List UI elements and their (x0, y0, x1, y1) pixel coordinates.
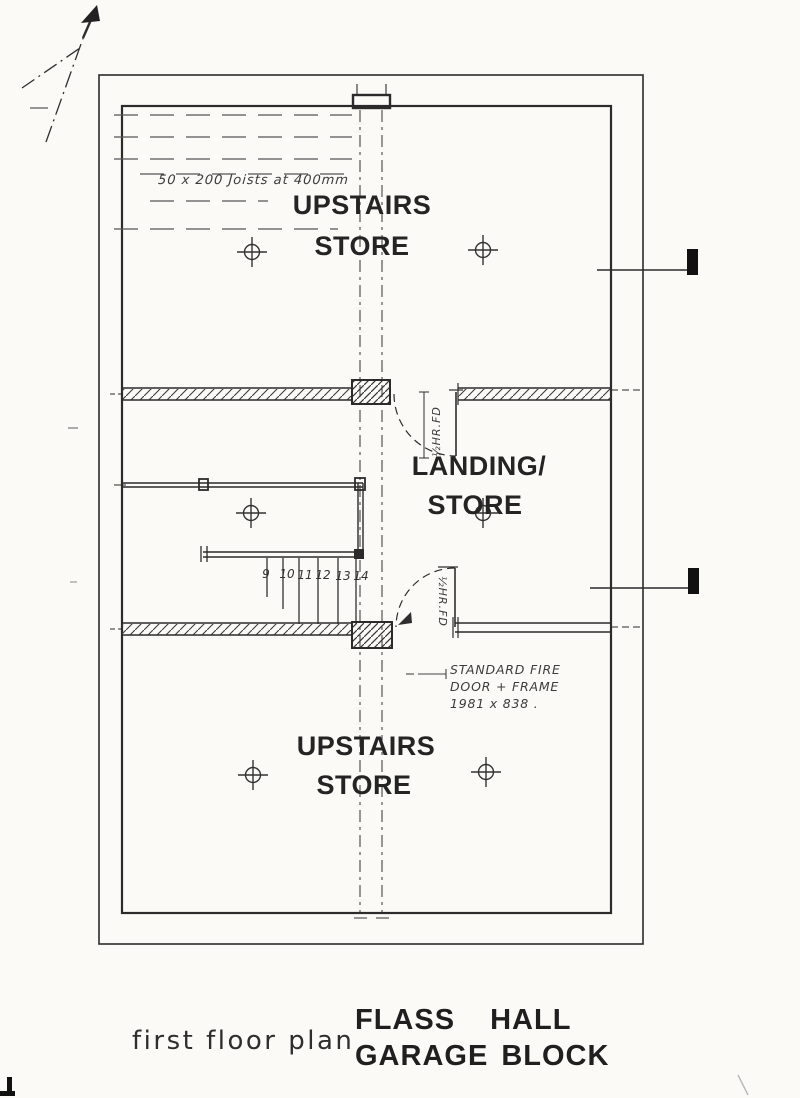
tread-number: 10 (279, 567, 295, 581)
wall-upper (110, 379, 642, 405)
crosshair-icon (236, 498, 266, 528)
joist-note: 50 x 200 Joists at 400mm (157, 173, 350, 188)
room-label-landing-line1: LANDING/ (411, 451, 547, 481)
stair-treads (266, 558, 357, 624)
north-arrow-icon (21, 5, 100, 143)
joist-lines (114, 114, 352, 230)
crosshair-icon (468, 235, 498, 265)
tread-number: 12 (315, 568, 330, 582)
tread-number: 13 (335, 569, 350, 583)
scan-marks (0, 427, 749, 1096)
fire-rating-top-door: ½HR.FD (430, 406, 443, 457)
central-shaft-lines (354, 110, 389, 919)
fire-door-bottom (395, 566, 458, 628)
fire-door-note-line2: DOOR + FRAME (450, 679, 560, 694)
tread-number: 14 (353, 569, 368, 583)
crosshair-icons (236, 235, 501, 790)
section-marker-1 (597, 249, 698, 275)
crosshair-icon (471, 757, 501, 787)
tread-number: 9 (262, 567, 270, 581)
fire-door-note: STANDARD FIRE DOOR + FRAME 1981 x 838 . (450, 661, 561, 712)
room-label-upstairs-store-top-line1: UPSTAIRS (292, 190, 432, 220)
tread-number: 11 (297, 568, 312, 582)
room-label-upstairs-store-top-line2: STORE (314, 231, 410, 261)
wall-lower (110, 617, 642, 649)
room-label-landing-line2: STORE (427, 490, 523, 520)
project-title-line1: FLASS HALL (355, 1004, 572, 1036)
fire-door-note-line1: STANDARD FIRE (450, 662, 561, 677)
crosshair-icon (237, 237, 267, 267)
section-marker-2 (590, 568, 699, 594)
project-title-line2: GARAGE BLOCK (355, 1040, 610, 1072)
flue-block (351, 84, 392, 110)
crosshair-icon (238, 760, 268, 790)
fire-door-note-line3: 1981 x 838 . (450, 696, 539, 711)
stair-tread-numbers: 9 10 11 12 13 14 (262, 567, 368, 583)
stair-balustrade (114, 477, 366, 562)
drawing-frame (98, 74, 644, 945)
room-label-upstairs-store-bottom-line2: STORE (316, 770, 412, 800)
plan-title: first floor plan (132, 1026, 355, 1056)
fire-door-top (393, 389, 463, 459)
fire-note-leader (406, 669, 447, 679)
fire-rating-bottom-door: ½HR.FD (436, 576, 449, 627)
crosshair-icon (468, 498, 498, 528)
room-label-upstairs-store-bottom-line1: UPSTAIRS (296, 731, 436, 761)
